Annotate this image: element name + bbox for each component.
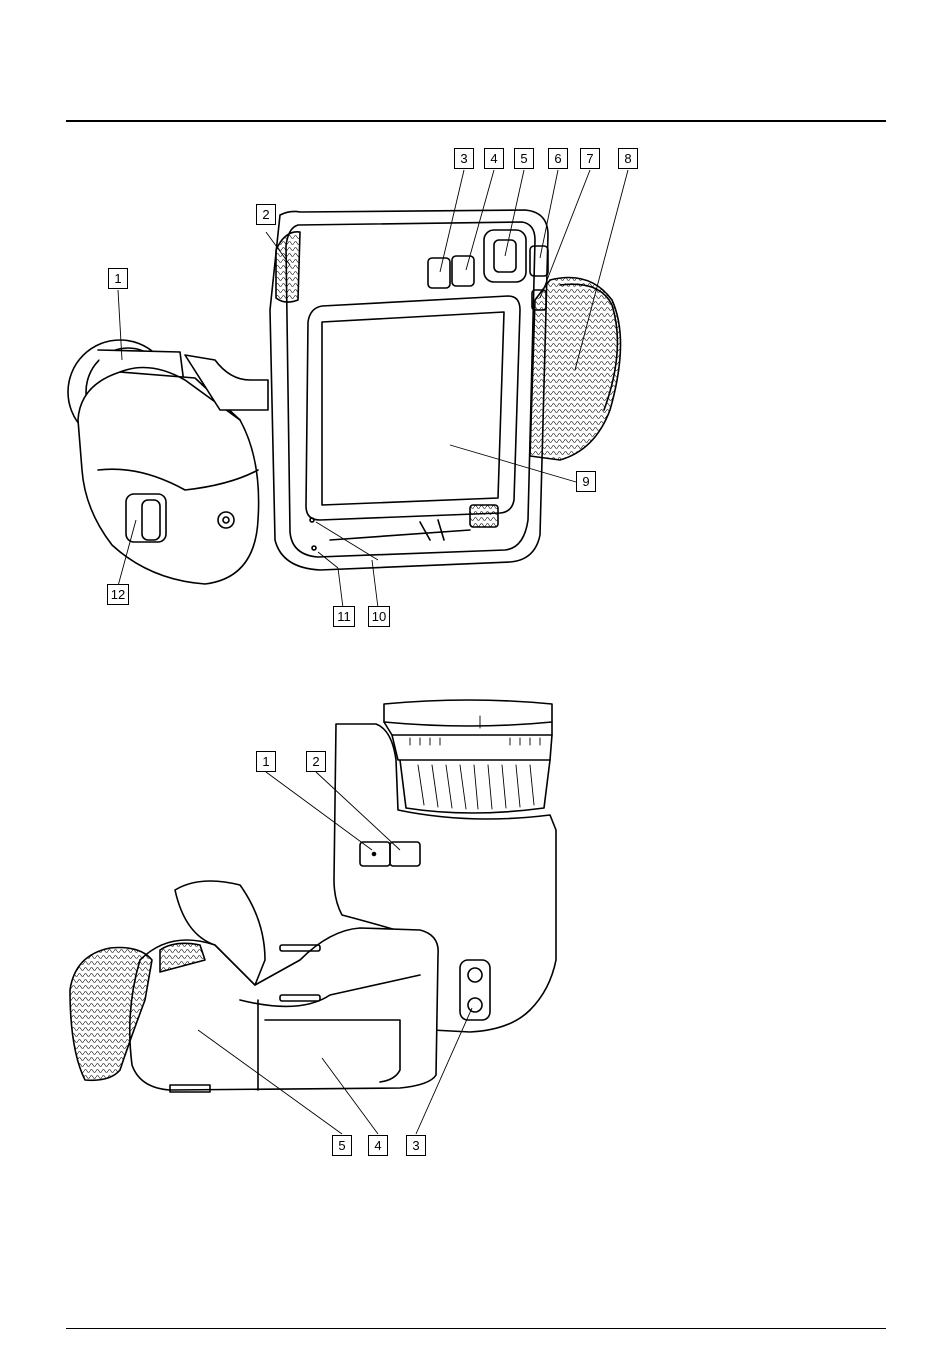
callout-8: 8 (618, 148, 638, 169)
side-callout-5: 5 (332, 1135, 352, 1156)
side-callout-4: 4 (368, 1135, 388, 1156)
side-callout-2: 2 (306, 751, 326, 772)
side-callout-3: 3 (406, 1135, 426, 1156)
callout-6: 6 (548, 148, 568, 169)
callout-9: 9 (576, 471, 596, 492)
callout-11: 11 (333, 606, 355, 627)
camera-rear-view-illustration (0, 0, 950, 660)
side-callout-1: 1 (256, 751, 276, 772)
callout-4: 4 (484, 148, 504, 169)
callout-3: 3 (454, 148, 474, 169)
footer-rule (66, 1328, 886, 1329)
callout-1: 1 (108, 268, 128, 289)
callout-5: 5 (514, 148, 534, 169)
callout-12: 12 (107, 584, 129, 605)
callout-7: 7 (580, 148, 600, 169)
callout-10: 10 (368, 606, 390, 627)
callout-2: 2 (256, 204, 276, 225)
